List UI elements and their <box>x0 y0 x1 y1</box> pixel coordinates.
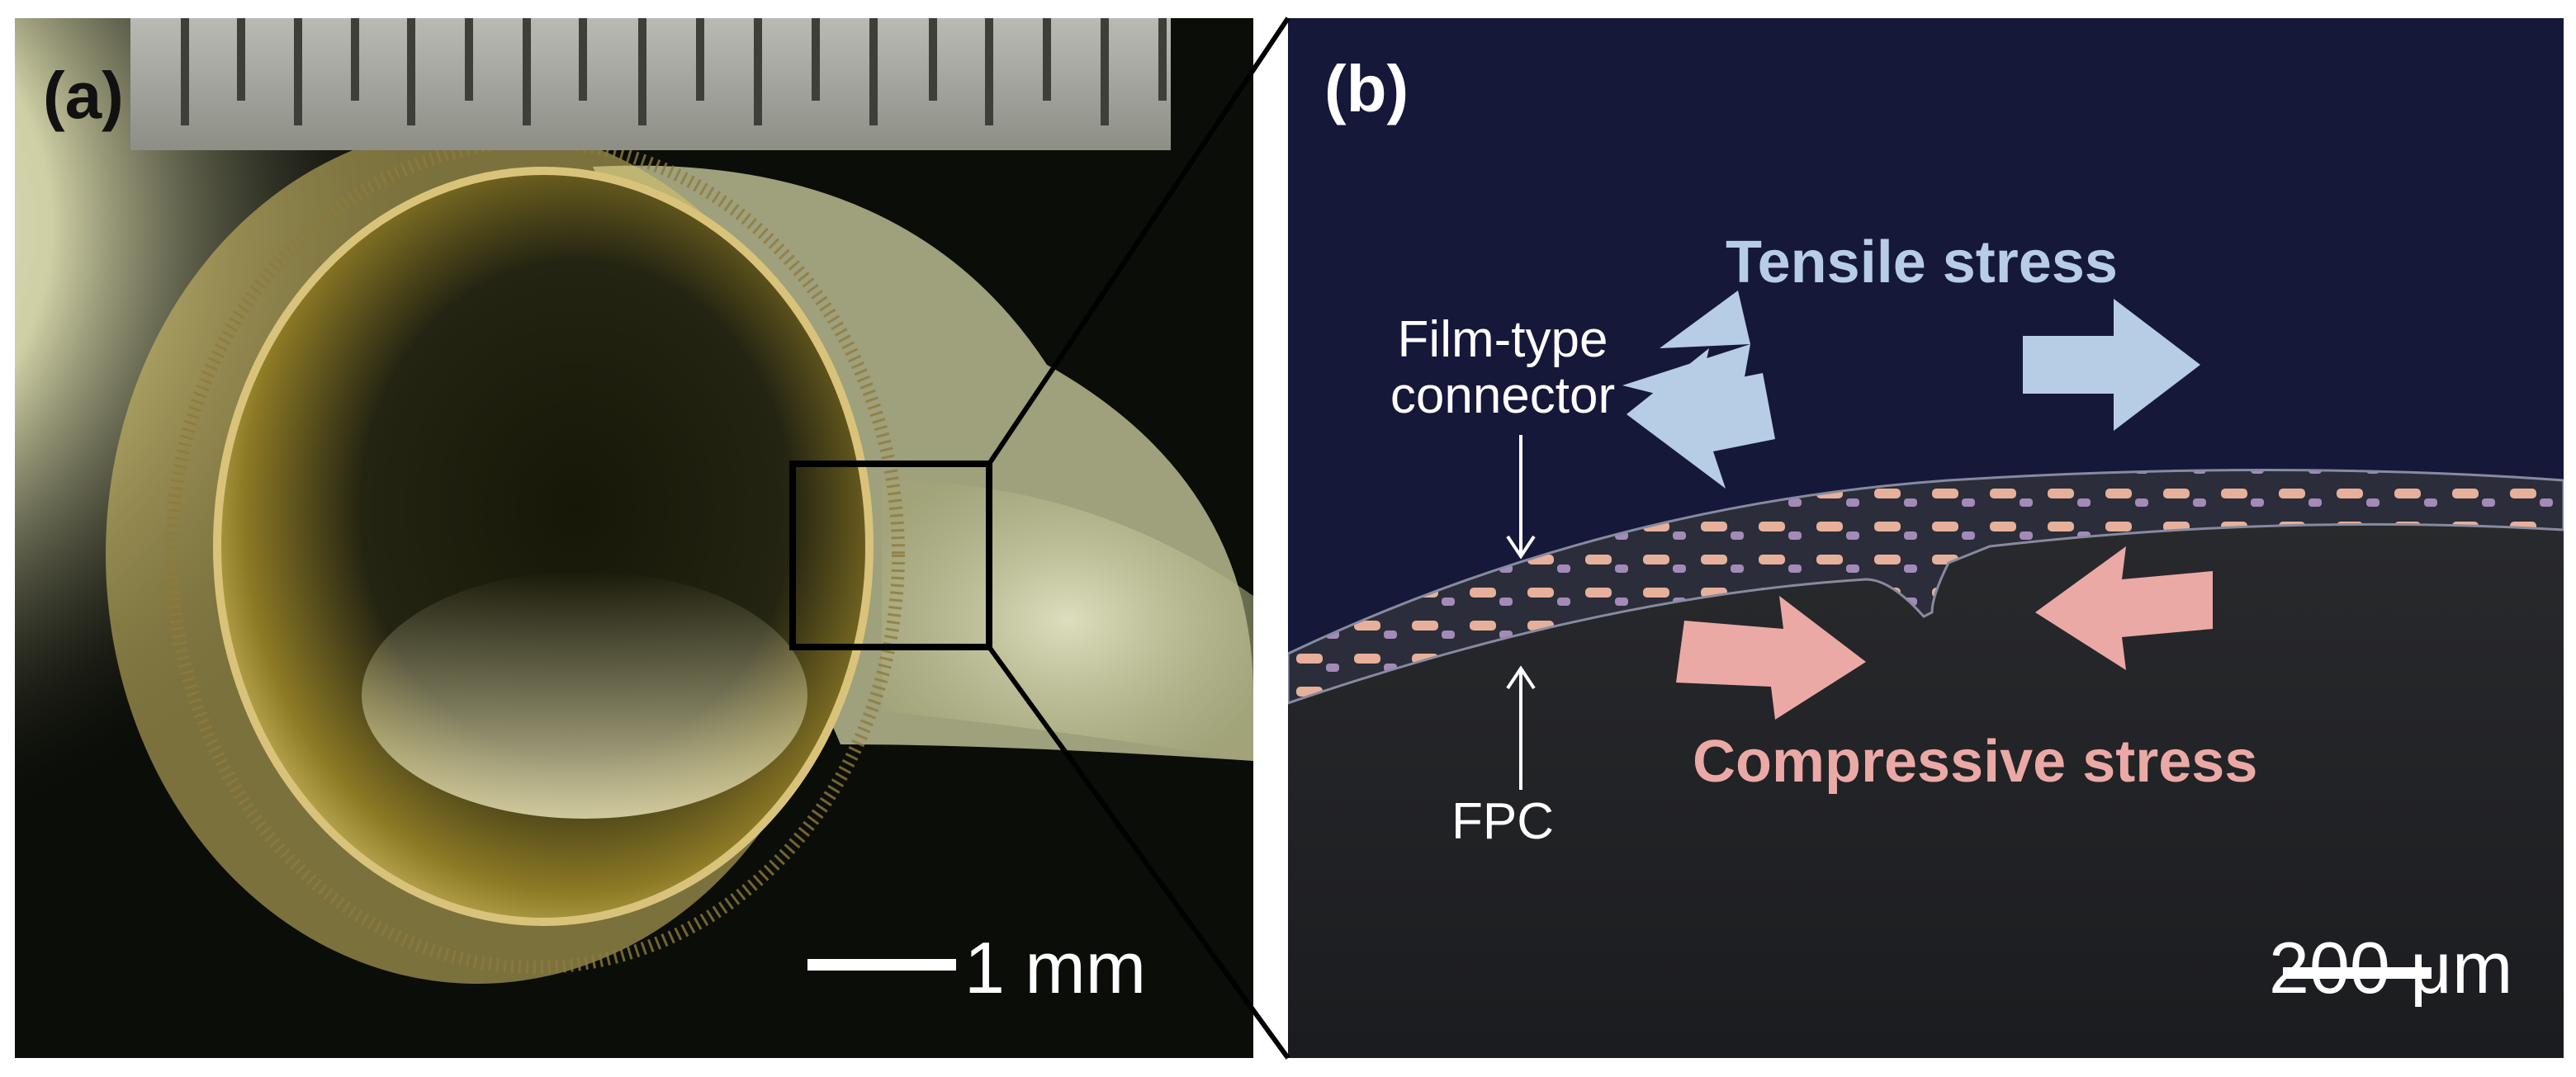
cross-section-illustration <box>1288 18 2564 1058</box>
film-label-line1: Film-type <box>1397 311 1608 368</box>
tube-photo-illustration <box>15 18 1253 1058</box>
panel-label-b: (b) <box>1324 52 1409 125</box>
scale-bar-b <box>2283 967 2432 979</box>
tensile-arrow-left <box>1627 348 1775 489</box>
compressive-arrow-right <box>2035 546 2213 670</box>
scale-bar-a-label: 1 mm <box>964 927 1146 1009</box>
film-connector-label: Film-type connector <box>1329 311 1676 425</box>
panel-b-micrograph: (b) Tensile stress Film-type connector F… <box>1288 18 2564 1058</box>
fpc-label: FPC <box>1451 793 1554 850</box>
connector-layer <box>1288 469 2564 705</box>
tensile-arrow-right <box>2023 299 2200 431</box>
zoom-box <box>789 461 992 650</box>
scale-bar-a <box>807 959 956 971</box>
panel-label-a: (a) <box>43 59 124 132</box>
film-label-line2: connector <box>1390 367 1616 425</box>
compressive-stress-label: Compressive stress <box>1693 729 2258 795</box>
panel-a-photo: (a) 1 mm <box>15 18 1253 1058</box>
tensile-stress-label: Tensile stress <box>1726 229 2118 295</box>
scale-bar-b-label: 200 μm <box>2269 927 2513 1009</box>
compressive-arrow-left <box>1676 596 1866 720</box>
